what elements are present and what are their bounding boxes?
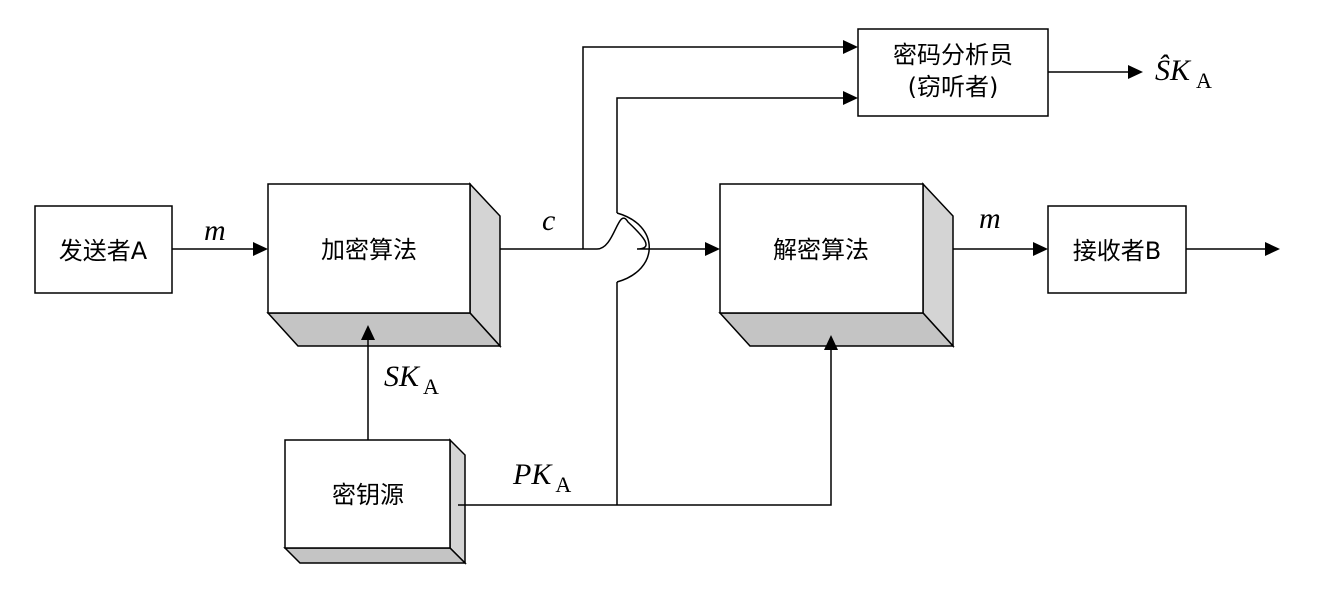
analyst-label-line1: 密码分析员 <box>893 41 1013 69</box>
edge-ciphertext-to-analyst <box>582 46 843 249</box>
label-sk-hat-sub: A <box>1196 68 1212 93</box>
arrowhead-decrypt-input <box>705 242 720 256</box>
label-sk-main: SK <box>384 360 421 393</box>
sender-node: 发送者A <box>34 205 173 294</box>
label-sk-sub: A <box>423 374 439 399</box>
arrowhead-analyst-upper <box>843 40 858 54</box>
key-source-label: 密钥源 <box>332 481 404 509</box>
sender-label: 发送者A <box>59 237 148 265</box>
edge-key-decrypt <box>458 350 832 506</box>
arrowhead-receiver-input <box>1033 242 1048 256</box>
label-c: c <box>542 204 555 237</box>
label-m-in: m <box>204 214 226 247</box>
key-source-node: 密钥源 <box>283 438 467 565</box>
encrypt-label: 加密算法 <box>321 236 417 264</box>
arrowhead-encrypt-input <box>253 242 268 256</box>
decrypt-node: 解密算法 <box>718 182 955 348</box>
edge-encrypt-decrypt <box>500 217 705 250</box>
edge-pubkey-to-analyst <box>616 97 843 505</box>
analyst-node: 密码分析员 (窃听者) <box>857 28 1049 117</box>
arrowhead-encrypt-key <box>361 325 375 340</box>
decrypt-label: 解密算法 <box>773 236 869 264</box>
arrowhead-receiver-output <box>1265 242 1280 256</box>
label-m-out: m <box>979 202 1001 235</box>
label-sk-hat-main: ŜK <box>1155 54 1192 87</box>
line-hop-arc <box>616 212 650 283</box>
receiver-label: 接收者B <box>1073 237 1161 265</box>
analyst-label-line2: (窃听者) <box>908 73 999 101</box>
label-pk-sub: A <box>555 472 571 497</box>
arrowhead-decrypt-key <box>824 335 838 350</box>
receiver-node: 接收者B <box>1047 205 1187 294</box>
arrowhead-analyst-lower <box>843 91 858 105</box>
arrowhead-analyst-output <box>1128 65 1143 79</box>
label-pk-main: PK <box>512 458 553 491</box>
encrypt-node: 加密算法 <box>266 182 502 348</box>
